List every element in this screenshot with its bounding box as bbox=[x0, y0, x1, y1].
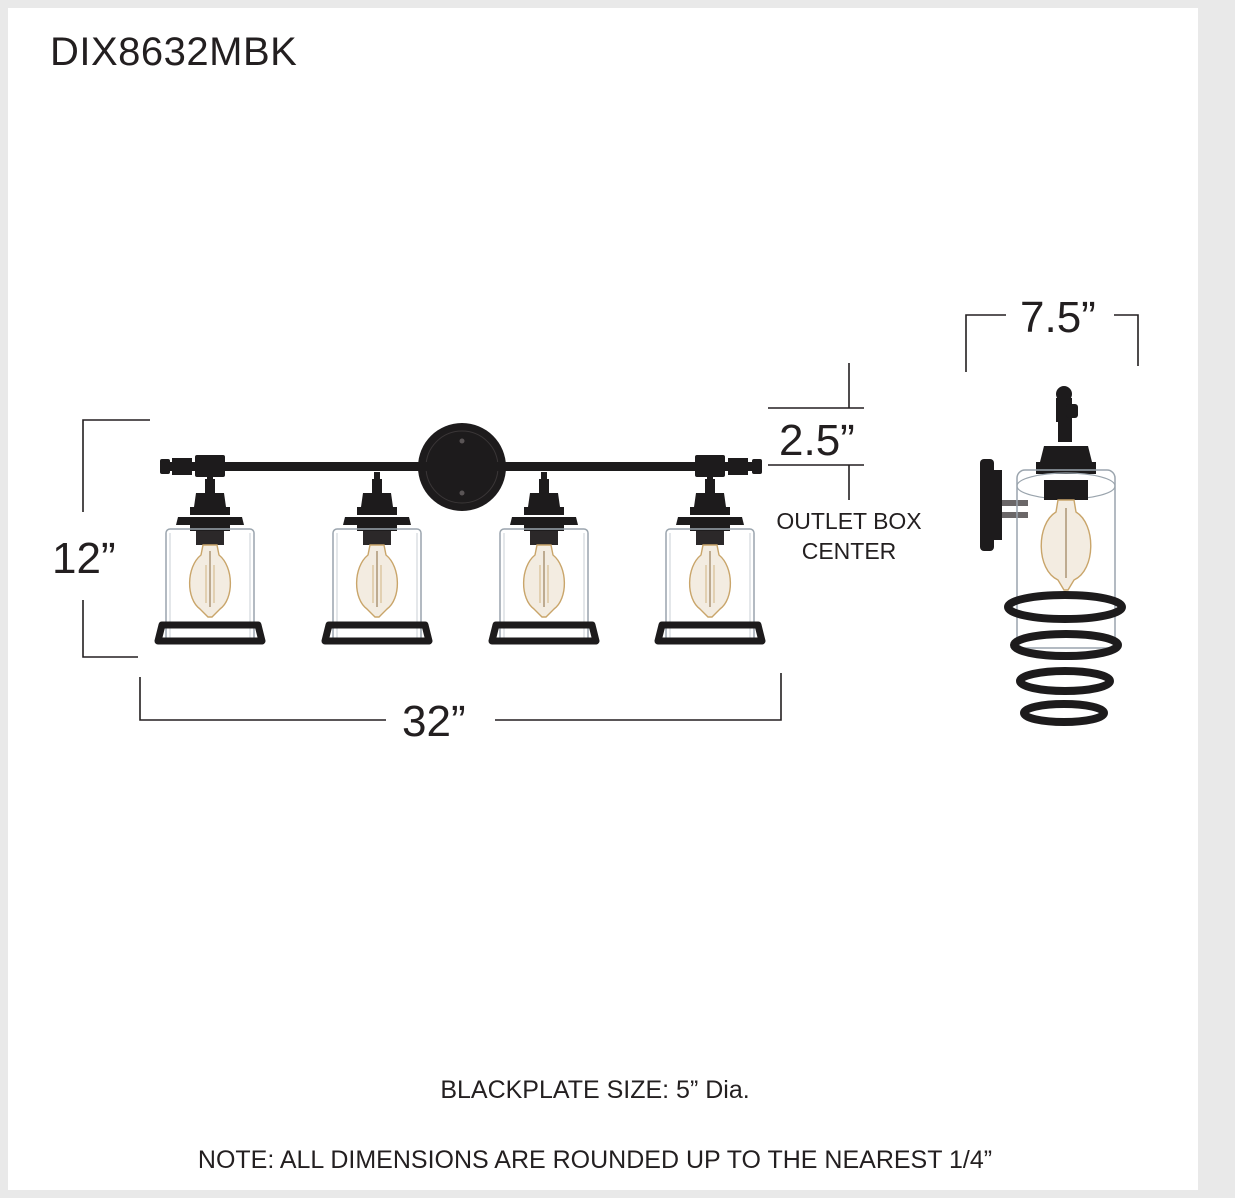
model-number: DIX8632MBK bbox=[50, 30, 298, 74]
side-view bbox=[980, 386, 1126, 726]
shade-1 bbox=[158, 472, 262, 643]
fixture-bar bbox=[160, 455, 762, 477]
outlet-box-label-line-2: CENTER bbox=[801, 538, 897, 564]
outlet-box-label-line-1: OUTLET BOX bbox=[776, 508, 922, 534]
backplate-size: BLACKPLATE SIZE: 5” Dia. bbox=[440, 1076, 750, 1104]
outlet-box-label: OUTLET BOX CENTER bbox=[765, 506, 933, 566]
shade-3 bbox=[492, 472, 596, 643]
width-dimension: 32” bbox=[402, 697, 466, 746]
outlet-offset-dimension: 2.5” bbox=[779, 416, 855, 465]
shade-4 bbox=[658, 472, 762, 643]
height-dimension: 12” bbox=[52, 534, 116, 583]
rounding-note: NOTE: ALL DIMENSIONS ARE ROUNDED UP TO T… bbox=[197, 1146, 993, 1174]
dimension-lines bbox=[82, 314, 1139, 721]
shade-2 bbox=[325, 472, 429, 643]
depth-dimension: 7.5” bbox=[1020, 293, 1096, 342]
